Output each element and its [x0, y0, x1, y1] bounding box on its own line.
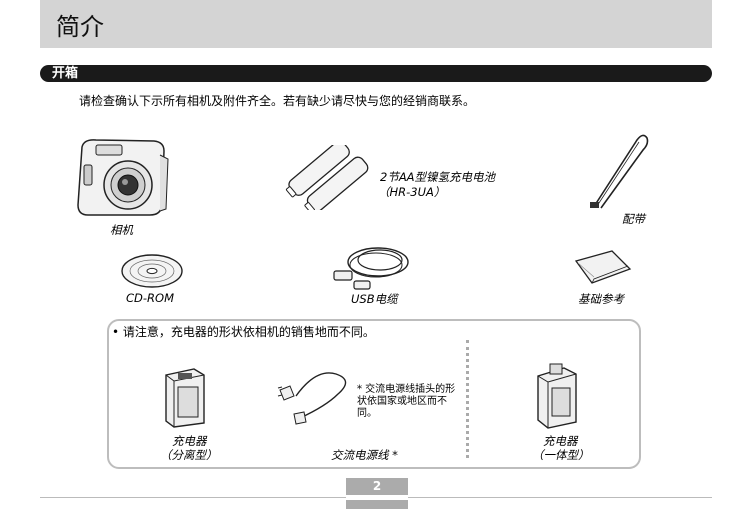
reference-label: 基础参考	[578, 292, 624, 306]
battery-label-2: （HR-3UA）	[378, 185, 446, 199]
section-title: 开箱	[52, 66, 79, 81]
footer-rule-left	[40, 497, 346, 498]
footer-rule-right	[408, 497, 712, 498]
battery-label-1: 2节AA型镍氢充电电池	[380, 170, 496, 184]
cdrom-illustration	[121, 254, 183, 288]
charger-note: • 请注意，充电器的形状依相机的销售地而不同。	[112, 325, 375, 339]
section-header: 开箱	[40, 65, 712, 82]
ac-cord-illustration	[277, 372, 347, 425]
title-bar: 简介	[40, 0, 712, 48]
camera-label: 相机	[110, 223, 133, 237]
ac-cord-label: 交流电源线 *	[331, 448, 398, 462]
page-number: 2	[346, 478, 408, 495]
usb-label: USB电缆	[351, 292, 398, 306]
cdrom-label: CD-ROM	[126, 291, 174, 305]
charger-separate-label-2: （分离型）	[160, 448, 218, 462]
charger-integrated-illustration	[537, 363, 577, 429]
charger-separate-illustration	[165, 368, 205, 428]
charger-integrated-label-2: （一体型）	[532, 448, 590, 462]
charger-integrated-label-1: 充电器	[543, 434, 578, 448]
strap-illustration	[590, 134, 649, 209]
reference-booklet-illustration	[574, 250, 632, 284]
divider-dotted	[466, 340, 469, 458]
usb-cable-illustration	[333, 247, 409, 290]
page-number-strip	[346, 500, 408, 509]
camera-illustration	[77, 139, 169, 216]
charger-separate-label-1: 充电器	[172, 434, 207, 448]
strap-label: 配带	[622, 212, 645, 226]
ac-cord-footnote: * 交流电源线插头的形状依国家或地区而不同。	[357, 384, 456, 419]
charger-note-box	[107, 319, 641, 469]
page-title: 简介	[56, 13, 104, 41]
battery-illustration	[285, 145, 369, 210]
intro-text: 请检查确认下示所有相机及附件齐全。若有缺少请尽快与您的经销商联系。	[79, 94, 476, 108]
